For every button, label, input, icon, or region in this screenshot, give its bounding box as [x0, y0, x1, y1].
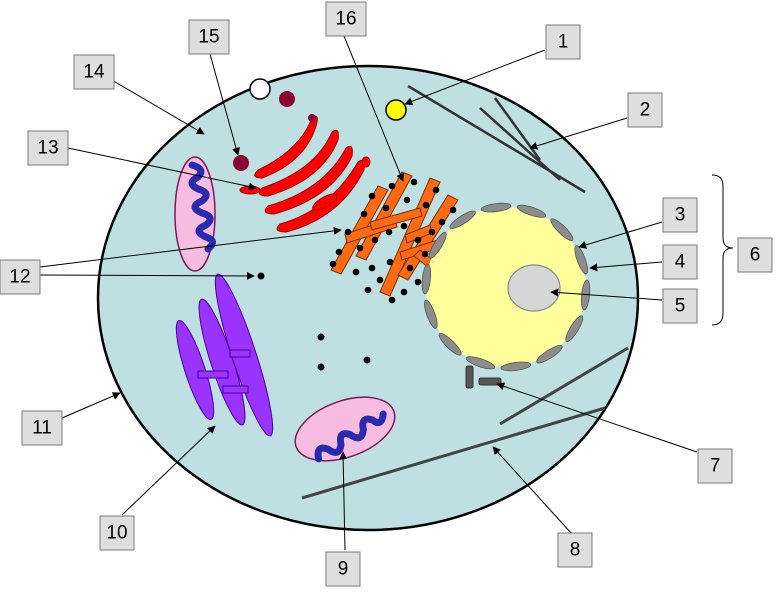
label-text: 15 [198, 27, 219, 48]
ribosome [376, 276, 384, 284]
label-2: 2 [627, 92, 663, 128]
ribosome [428, 228, 436, 236]
centrioles [465, 365, 502, 389]
nuclear-envelope-segment [565, 315, 584, 343]
label-text: 16 [335, 9, 356, 30]
ribosome [403, 196, 411, 204]
ribosome [414, 278, 422, 286]
ribosome [449, 206, 457, 214]
ribosomes [329, 178, 457, 304]
label-text: 5 [675, 296, 686, 317]
label-text: 11 [32, 418, 52, 439]
label-text: 6 [750, 245, 761, 266]
ribosome [371, 236, 379, 244]
label-3: 3 [662, 197, 698, 233]
ribosome [438, 218, 446, 226]
ribosome [352, 268, 360, 276]
label-text: 2 [640, 100, 651, 121]
ribosome [414, 236, 422, 244]
ribosome [432, 186, 440, 194]
label-text: 1 [558, 32, 569, 53]
ribosome [400, 288, 408, 296]
vesicle [279, 91, 295, 107]
ribosome [368, 192, 376, 200]
nucleus-bracket [711, 174, 734, 326]
ribosome [368, 264, 376, 272]
nuclear-envelope-segment [550, 218, 574, 241]
label-1: 1 [545, 24, 581, 60]
nuclear-envelope-segment [465, 356, 496, 370]
free-ribosomes [257, 272, 371, 371]
ribosome [388, 182, 396, 190]
label-13: 13 [27, 130, 69, 166]
label-9: 9 [325, 551, 361, 587]
label-text: 12 [9, 267, 30, 288]
mitochondrion-lower [294, 396, 396, 463]
ribosome [386, 258, 394, 266]
ribosome [421, 250, 429, 258]
label-14: 14 [73, 54, 115, 90]
label-6: 6 [737, 237, 773, 273]
nucleolus [507, 264, 561, 312]
smooth-endoplasmic-reticulum [175, 273, 274, 437]
centrosome [385, 99, 407, 121]
ribosome [410, 178, 418, 186]
ribosome [406, 264, 414, 272]
label-text: 13 [37, 138, 58, 159]
label-boxes: 1 2 3 4 5 6 7 8 9 10 11 12 13 14 15 16 [0, 1, 773, 587]
label-10: 10 [99, 515, 135, 551]
label-text: 10 [106, 523, 127, 544]
ribosome [335, 248, 343, 256]
label-15: 15 [188, 19, 230, 55]
ribosome [356, 244, 364, 252]
nucleus [426, 207, 586, 367]
vesicle [233, 155, 249, 171]
nuclear-envelope [421, 202, 591, 372]
label-text: 8 [570, 540, 581, 561]
ribosome [360, 210, 368, 218]
golgi-apparatus [239, 115, 371, 233]
nuclear-envelope-segment [574, 245, 588, 275]
label-text: 14 [83, 62, 105, 83]
ribosome [344, 228, 352, 236]
label-text: 9 [338, 559, 349, 580]
label-11: 11 [21, 410, 63, 446]
nuclear-envelope-segment [500, 361, 532, 372]
ribosome [385, 228, 393, 236]
label-text: 4 [675, 252, 686, 273]
nuclear-envelope-segment [438, 333, 462, 356]
label-16: 16 [325, 1, 367, 37]
ribosome [388, 296, 396, 304]
label-text: 7 [710, 456, 721, 477]
ribosome [329, 260, 337, 268]
label-4: 4 [662, 244, 698, 280]
ribosome [422, 201, 430, 209]
microtubules [301, 346, 629, 500]
nuclear-envelope-segment [516, 204, 547, 218]
leader-lines [39, 35, 698, 551]
label-12: 12 [0, 259, 41, 295]
nuclear-envelope-segment [428, 231, 447, 259]
label-text: 3 [675, 205, 686, 226]
ribosome [400, 222, 408, 230]
vesicle [308, 114, 316, 122]
membrane-notch [249, 78, 271, 100]
mitochondrion-upper [174, 156, 216, 272]
nuclear-envelope-segment [480, 202, 512, 213]
label-5: 5 [662, 288, 698, 324]
nuclear-envelope-segment [536, 345, 563, 364]
label-7: 7 [697, 448, 733, 484]
nuclear-envelope-segment [424, 299, 438, 329]
nuclear-envelope-segment [421, 263, 432, 295]
label-8: 8 [557, 532, 593, 568]
nuclear-envelope-segment [449, 210, 476, 229]
ribosome [382, 204, 390, 212]
ribosome [364, 286, 372, 294]
